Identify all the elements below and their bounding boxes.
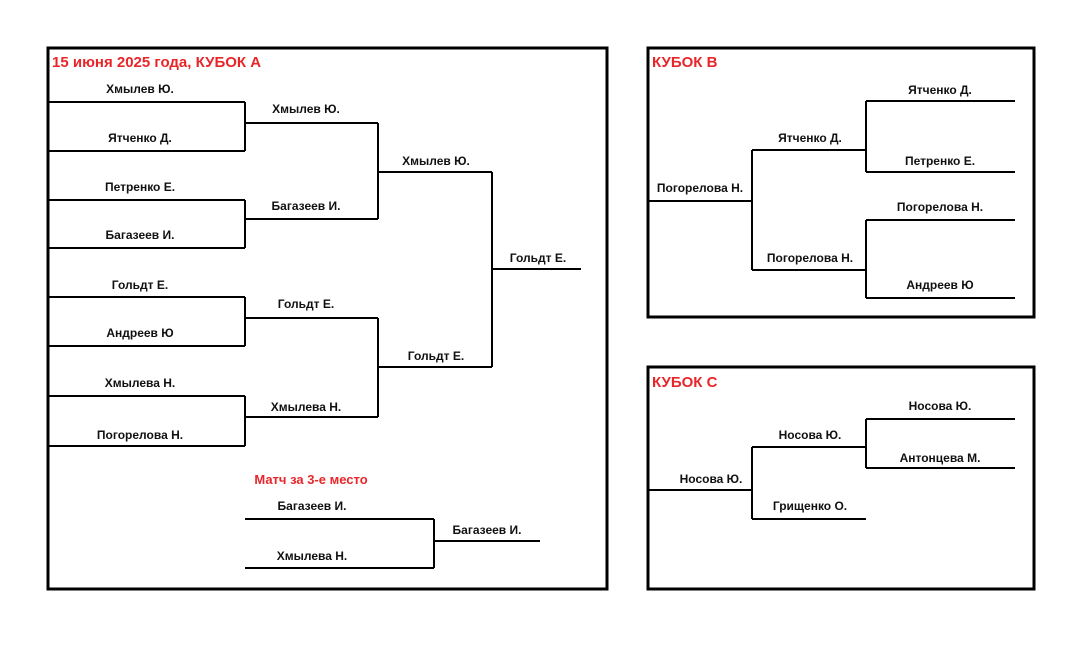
cup-a-qf-player: Хмылева Н. xyxy=(271,400,342,414)
cup-c-r1-player: Антонцева М. xyxy=(900,451,981,465)
third-place-player: Хмылева Н. xyxy=(277,549,348,563)
cup-a-panel: 15 июня 2025 года, КУБОК А Хмылев Ю. Ятч… xyxy=(46,46,609,591)
cup-a-sf-player: Гольдт Е. xyxy=(408,349,464,363)
cup-a-r1-player: Гольдт Е. xyxy=(112,278,168,292)
cup-a-qf-player: Хмылев Ю. xyxy=(272,102,340,116)
cup-c-r1-player: Носова Ю. xyxy=(909,399,972,413)
cup-a-r1-player: Хмылев Ю. xyxy=(106,82,174,96)
cup-a-qf-player: Гольдт Е. xyxy=(278,297,334,311)
cup-b-r1-player: Андреев Ю xyxy=(906,278,973,292)
cup-a-qf-player: Багазеев И. xyxy=(272,199,341,213)
cup-b-r1-player: Петренко Е. xyxy=(905,154,975,168)
cup-c-title: КУБОК С xyxy=(652,374,718,391)
cup-a-winner: Гольдт Е. xyxy=(510,251,566,265)
cup-a-r1-player: Петренко Е. xyxy=(105,180,175,194)
cup-c-frame xyxy=(646,365,1036,591)
cup-c-sf-player: Носова Ю. xyxy=(779,428,842,442)
cup-b-sf-player: Погорелова Н. xyxy=(767,251,853,265)
cup-c-panel: КУБОК С Носова Ю. Антонцева М. Носова Ю.… xyxy=(646,365,1036,591)
cup-c-winner: Носова Ю. xyxy=(680,472,743,486)
cup-a-sf-player: Хмылев Ю. xyxy=(402,154,470,168)
cup-b-frame xyxy=(646,46,1036,319)
third-place-player: Багазеев И. xyxy=(278,499,347,513)
cup-a-r1-player: Хмылева Н. xyxy=(105,376,176,390)
cup-a-r1-player: Андреев Ю xyxy=(106,326,173,340)
cup-b-winner: Погорелова Н. xyxy=(657,181,743,195)
cup-b-title: КУБОК В xyxy=(652,54,718,71)
cup-a-frame xyxy=(46,46,609,591)
cup-b-sf-player: Ятченко Д. xyxy=(778,131,842,145)
cup-a-title: 15 июня 2025 года, КУБОК А xyxy=(52,54,261,71)
cup-b-r1-player: Ятченко Д. xyxy=(908,83,972,97)
cup-b-panel: КУБОК В Ятченко Д. Петренко Е. Погорелов… xyxy=(646,46,1036,319)
cup-b-r1-player: Погорелова Н. xyxy=(897,200,983,214)
third-place-winner: Багазеев И. xyxy=(453,523,522,537)
third-place-title: Матч за 3-е место xyxy=(254,472,367,487)
cup-a-r1-player: Погорелова Н. xyxy=(97,428,183,442)
cup-c-sf-player: Грищенко О. xyxy=(773,499,847,513)
cup-a-r1-player: Ятченко Д. xyxy=(108,131,172,145)
cup-a-r1-player: Багазеев И. xyxy=(106,228,175,242)
